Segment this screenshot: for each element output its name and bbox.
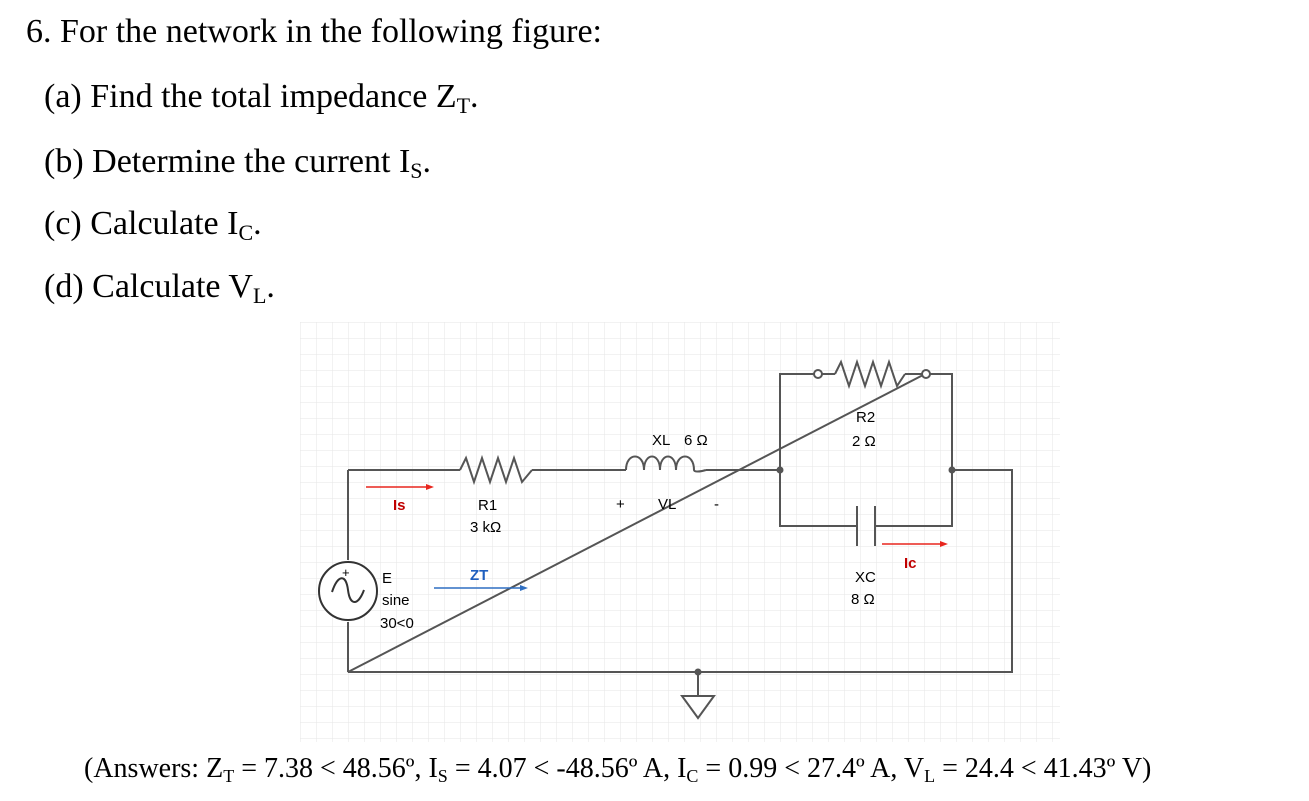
inductor-xl <box>625 455 707 473</box>
circuit-diagram: Is R1 3 kΩ + VL - XL 6 Ω R2 2 Ω Ic XC 8 … <box>300 322 1060 742</box>
part-b-text: (b) Determine the current I <box>44 143 411 180</box>
part-d-sub: L <box>252 283 267 308</box>
junction-dots <box>694 466 956 676</box>
capacitor-xc <box>856 506 876 546</box>
resistor-r1 <box>459 454 533 486</box>
question-title: 6. For the network in the following figu… <box>26 13 603 50</box>
answers-is-sub: S <box>437 766 448 786</box>
resistor-r2 <box>813 358 931 390</box>
label-ic: Ic <box>904 555 917 572</box>
label-xl-value: 6 Ω <box>684 432 708 449</box>
answers-zt-val: = 7.38 < 48.56º, I <box>234 753 438 784</box>
answers-open: (Answers: Z <box>84 753 224 784</box>
part-b-end: . <box>422 143 432 180</box>
label-minus: - <box>714 496 719 513</box>
label-xl-name: XL <box>652 432 670 449</box>
label-source-value: 30<0 <box>380 615 414 632</box>
label-r2-value: 2 Ω <box>852 433 876 450</box>
answers-zt-sub: T <box>223 766 235 786</box>
part-d-end: . <box>266 268 275 305</box>
label-is: Is <box>393 497 406 514</box>
part-a-end: . <box>470 78 479 115</box>
current-arrows <box>366 484 948 591</box>
label-xc-name: XC <box>855 569 876 586</box>
answers-vl-val: = 24.4 < 41.43º V) <box>935 753 1152 784</box>
grid-background <box>300 322 1060 742</box>
part-a-sub: T <box>456 93 471 118</box>
answers-ic-val: = 0.99 < 27.4º A, V <box>698 753 925 784</box>
part-c-sub: C <box>238 220 254 245</box>
label-r1-name: R1 <box>478 497 497 514</box>
label-r1-value: 3 kΩ <box>470 519 501 536</box>
ac-source <box>318 561 378 621</box>
label-r2-name: R2 <box>856 409 875 426</box>
answers-is-val: = 4.07 < -48.56º A, I <box>447 753 687 784</box>
part-c-text: (c) Calculate I <box>44 205 239 242</box>
part-c-end: . <box>253 205 262 242</box>
part-b-sub: S <box>410 158 423 183</box>
answers-ic-sub: C <box>686 766 699 786</box>
answers-line: (Answers: ZT = 7.38 < 48.56º, IS = 4.07 … <box>84 752 1151 786</box>
question-part-c: (c) Calculate IC. <box>44 204 262 244</box>
label-source-plus: + <box>342 565 350 580</box>
label-source-type: sine <box>382 592 410 609</box>
label-vl: VL <box>658 496 676 513</box>
part-a-text: (a) Find the total impedance Z <box>44 78 457 115</box>
question-part-d: (d) Calculate VL. <box>44 267 275 307</box>
ground-icon <box>680 695 716 720</box>
question-part-a: (a) Find the total impedance ZT. <box>44 77 479 117</box>
label-source-name: E <box>382 570 392 587</box>
answers-vl-sub: L <box>924 766 936 786</box>
part-d-text: (d) Calculate V <box>44 268 253 305</box>
question-part-b: (b) Determine the current IS. <box>44 142 431 182</box>
wires <box>347 373 1013 696</box>
label-plus: + <box>616 496 625 513</box>
label-zt: ZT <box>470 567 488 584</box>
label-xc-value: 8 Ω <box>851 591 875 608</box>
